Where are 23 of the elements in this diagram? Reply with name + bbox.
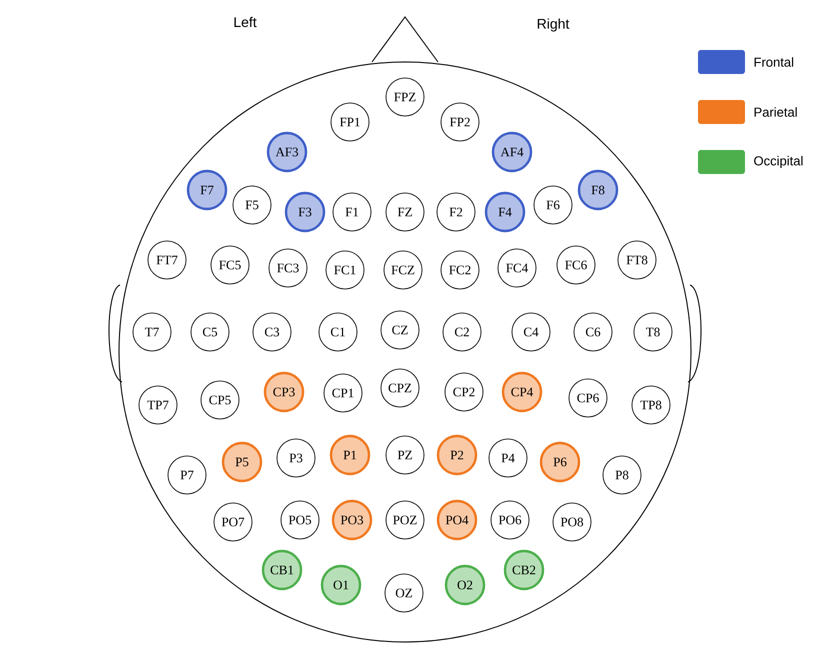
side-label: Right — [538, 18, 570, 32]
highlighted-electrode: PO3 — [332, 500, 372, 540]
highlighted-electrode: P6 — [540, 442, 580, 482]
highlighted-electrode: PO4 — [436, 500, 478, 540]
highlighted-electrode: O2 — [444, 564, 486, 606]
legend-label: Parietal — [754, 107, 797, 117]
highlighted-electrode: CB1 — [262, 550, 302, 590]
highlighted-electrode: F3 — [284, 192, 326, 232]
highlighted-electrode: CB2 — [504, 550, 544, 590]
highlighted-electrode: P5 — [222, 442, 262, 482]
highlighted-electrode: AF4 — [492, 132, 532, 172]
highlighted-electrode: F4 — [484, 192, 526, 232]
highlighted-electrode: P1 — [330, 434, 370, 476]
side-label: Left — [234, 16, 257, 28]
legend-label: Frontal — [754, 57, 794, 67]
highlighted-electrode: CP3 — [264, 372, 304, 412]
highlighted-electrode: AF3 — [266, 132, 308, 172]
highlighted-electrode: F8 — [578, 170, 618, 210]
legend-label: Occipital — [754, 156, 802, 168]
highlighted-electrode: O1 — [320, 564, 362, 606]
highlighted-electrode: P2 — [436, 434, 478, 476]
highlighted-electrode: F7 — [186, 170, 228, 210]
highlighted-electrode: CP4 — [502, 372, 542, 412]
